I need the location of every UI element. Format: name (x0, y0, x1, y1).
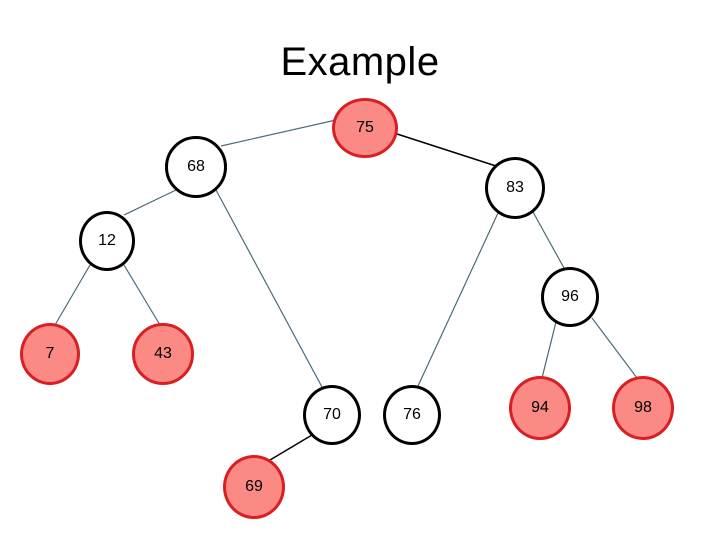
tree-node-label: 94 (531, 399, 549, 416)
tree-node-label: 98 (634, 399, 652, 416)
tree-node-12[interactable]: 12 (79, 211, 135, 271)
tree-node-96[interactable]: 96 (541, 267, 599, 327)
tree-node-76[interactable]: 76 (383, 385, 441, 445)
tree-node-70[interactable]: 70 (303, 385, 361, 445)
tree-edge-96-98 (591, 317, 638, 379)
tree-edge-96-94 (541, 321, 557, 379)
tree-edge-70-69 (264, 434, 313, 464)
tree-node-83[interactable]: 83 (485, 157, 545, 219)
tree-edge-75-83 (393, 132, 497, 167)
tree-edge-12-7 (54, 264, 91, 326)
tree-node-94[interactable]: 94 (509, 376, 571, 440)
tree-node-label: 75 (356, 119, 374, 136)
tree-node-43[interactable]: 43 (132, 323, 194, 385)
tree-node-label: 83 (506, 179, 524, 196)
tree-node-label: 70 (323, 406, 341, 423)
tree-edge-83-76 (417, 212, 499, 387)
tree-edge-12-43 (123, 264, 161, 326)
tree-node-label: 68 (187, 158, 205, 175)
page-title: Example (280, 40, 440, 84)
tree-node-label: 96 (561, 288, 579, 305)
tree-edge-83-96 (532, 211, 565, 269)
tree-node-98[interactable]: 98 (612, 376, 674, 440)
tree-node-label: 69 (245, 478, 263, 495)
tree-node-69[interactable]: 69 (223, 455, 285, 519)
tree-edge-75-68 (220, 119, 337, 147)
tree-node-label: 7 (45, 345, 55, 362)
tree-node-7[interactable]: 7 (20, 323, 80, 385)
tree-node-label: 12 (98, 232, 116, 249)
tree-node-label: 76 (403, 406, 421, 423)
tree-node-68[interactable]: 68 (165, 136, 227, 198)
tree-edge-68-70 (215, 189, 323, 388)
tree-edge-68-12 (123, 189, 177, 216)
tree-node-label: 43 (154, 345, 172, 362)
tree-node-75[interactable]: 75 (332, 98, 398, 158)
